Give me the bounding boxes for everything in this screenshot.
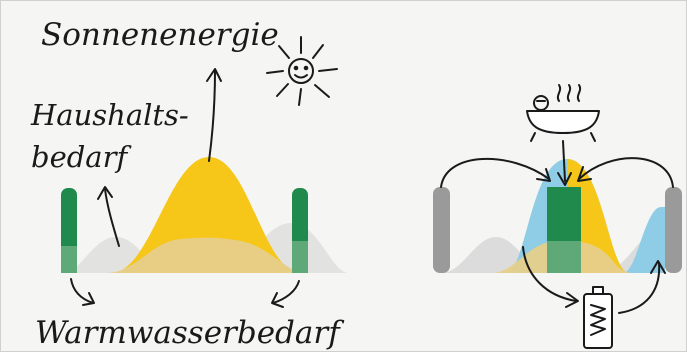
label-household-line2: bedarf [31, 140, 132, 174]
hot-water-bar-left-lower [61, 246, 77, 273]
arrow-hot-water-left [71, 279, 93, 303]
arrow-solar [209, 71, 215, 161]
battery-icon [584, 287, 612, 348]
left-panel: Sonnenenergie Haushalts- bedarf Warmwass… [30, 17, 349, 351]
arrow-from-right-bar [579, 158, 673, 187]
right-panel [433, 85, 682, 348]
bathtub-icon [527, 85, 599, 141]
label-hot-water: Warmwasserbedarf [35, 315, 345, 351]
grid-bar-left [433, 187, 450, 273]
label-solar: Sonnenenergie [41, 17, 279, 53]
hot-water-bar-right-lower [292, 241, 308, 273]
label-household-line1: Haushalts- [30, 98, 189, 132]
grid-bar-right [665, 187, 682, 273]
arrow-from-left-bar [441, 159, 549, 187]
hot-water-bar-center-lower [547, 241, 581, 273]
arrow-hot-water-right [273, 281, 299, 303]
